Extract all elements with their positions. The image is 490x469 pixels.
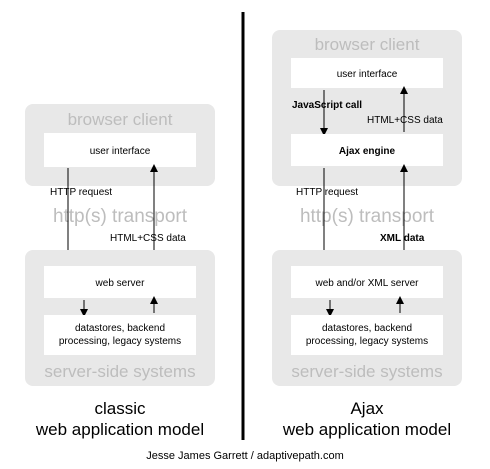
ajax-web-server-label: web and/or XML server [314,278,419,289]
ajax-web-server-box [291,266,443,298]
classic-server-side-label: server-side systems [44,362,195,381]
ajax-html-css-label: HTML+CSS data [367,115,443,126]
ajax-datastores-line1: datastores, backend [322,323,412,334]
ajax-user-interface-box [291,58,443,88]
classic-web-server-label: web server [95,278,146,289]
classic-web-server-box [44,266,196,298]
ajax-engine-label: Ajax engine [339,146,396,157]
ajax-xml-data-label: XML data [380,233,425,244]
classic-title-line1: classic [94,399,146,418]
ajax-title-line2: web application model [282,420,451,439]
classic-datastores-line2: processing, legacy systems [59,336,181,347]
credit-text: Jesse James Garrett / adaptivepath.com [146,450,343,462]
ajax-transport-label: http(s) transport [300,206,435,227]
ajax-title-line1: Ajax [350,399,384,418]
ajax-engine-box [291,134,443,166]
ajax-user-interface-label: user interface [337,69,398,80]
ajax-server-side-label: server-side systems [291,362,442,381]
classic-user-interface-box [44,133,196,167]
classic-user-interface-label: user interface [90,146,151,157]
classic-http-request-label: HTTP request [50,187,112,198]
classic-datastores-box [44,315,196,355]
ajax-javascript-call-label: JavaScript call [292,100,362,111]
ajax-datastores-box [291,315,443,355]
classic-title-line2: web application model [35,420,204,439]
classic-browser-client-label: browser client [68,110,173,129]
classic-model: browser client user interface http(s) tr… [25,104,215,439]
ajax-http-request-label: HTTP request [296,187,358,198]
ajax-datastores-line2: processing, legacy systems [306,336,428,347]
ajax-model: browser client user interface JavaScript… [272,30,462,439]
ajax-browser-client-label: browser client [315,35,420,54]
classic-html-css-label: HTML+CSS data [110,233,186,244]
classic-transport-label: http(s) transport [53,206,188,227]
classic-datastores-line1: datastores, backend [75,323,165,334]
